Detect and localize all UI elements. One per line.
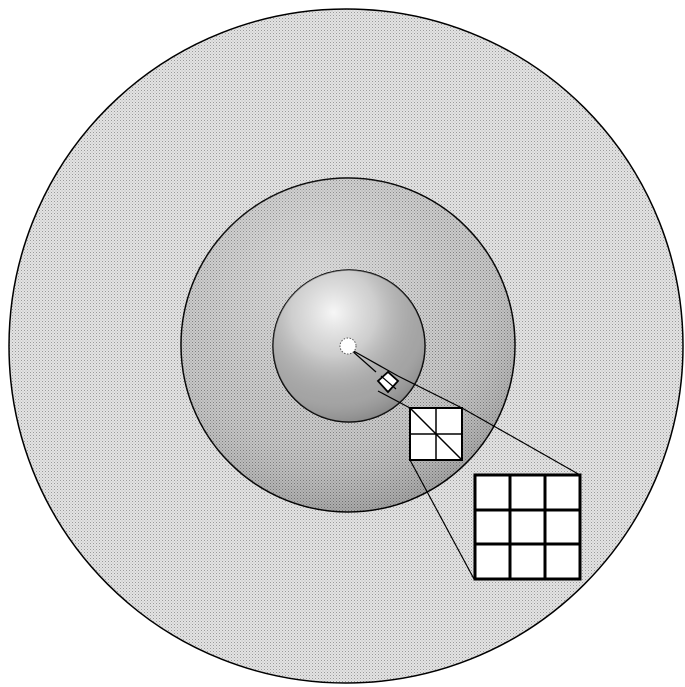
zoom-level-2-grid (410, 408, 462, 460)
core-point (340, 338, 356, 354)
zoom-level-3-grid (475, 475, 580, 579)
